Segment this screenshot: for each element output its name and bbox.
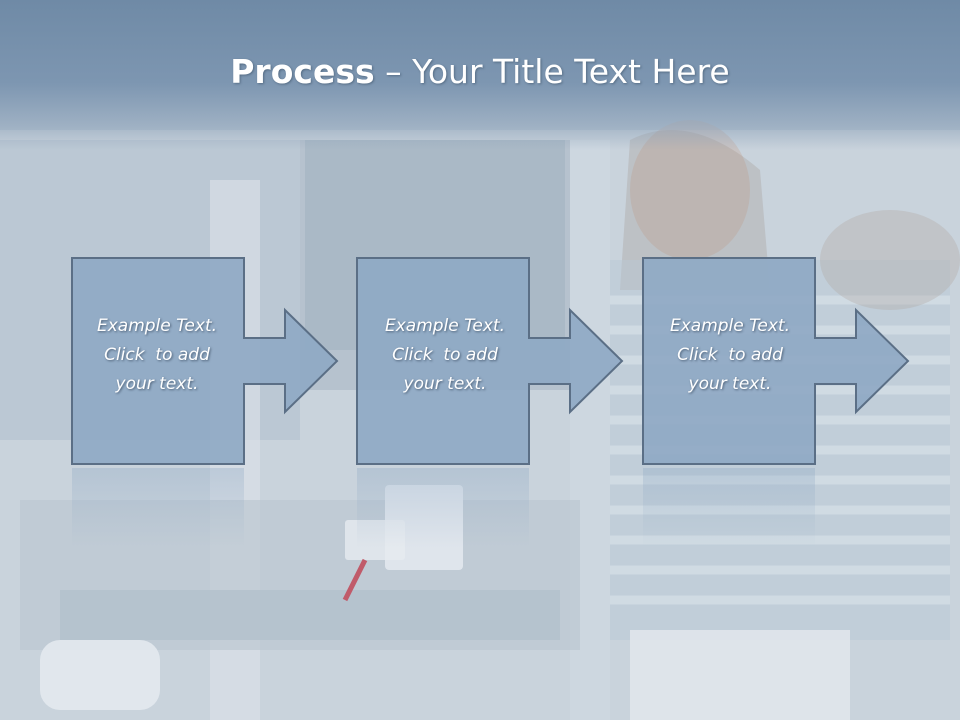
slide-title[interactable]: Process – Your Title Text Here [0,52,960,91]
step-1-line-1: Example Text. [96,316,218,336]
step-3-line-3: your text. [688,374,772,394]
process-step-3[interactable] [642,257,910,465]
step-1-arrow-shape [71,257,339,465]
step-1-text[interactable]: Example Text. Click to add your text. [72,312,242,399]
step-3-text[interactable]: Example Text. Click to add your text. [645,312,815,399]
step-3-line-1: Example Text. [669,316,791,336]
process-step-1[interactable] [71,257,339,465]
step-3-line-2: Click to add [677,345,783,365]
step-2-arrow-shape [356,257,624,465]
process-step-2[interactable] [356,257,624,465]
step-1-line-2: Click to add [104,345,210,365]
step-2-line-3: your text. [403,374,487,394]
step-2-text[interactable]: Example Text. Click to add your text. [360,312,530,399]
title-bold-text: Process [230,52,375,91]
step-1-line-3: your text. [115,374,199,394]
step-2-line-2: Click to add [392,345,498,365]
step-reflections [72,468,815,548]
step-2-line-1: Example Text. [384,316,506,336]
step-3-arrow-shape [642,257,910,465]
title-band [0,0,960,150]
title-rest-text: – Your Title Text Here [374,52,730,91]
